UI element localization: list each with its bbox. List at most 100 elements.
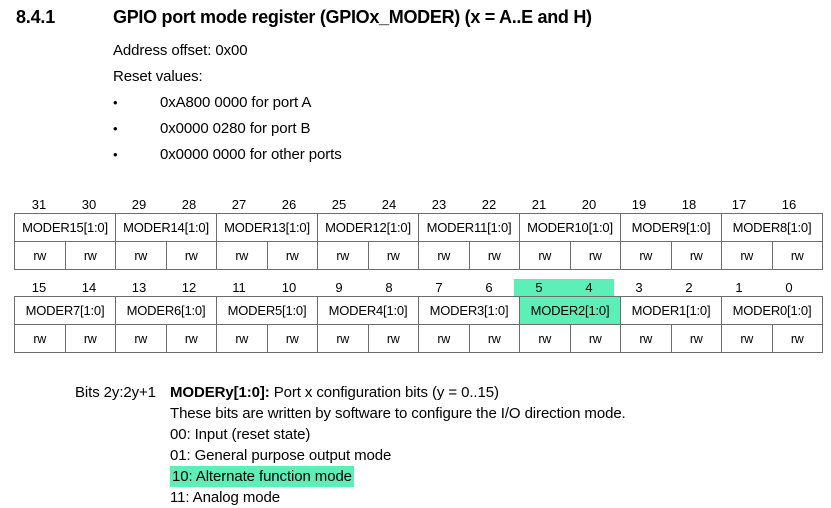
access-cell: rw: [569, 241, 621, 270]
bitfield-cell: MODER7[1:0]: [14, 296, 116, 325]
reset-value-text: 0xA800 0000 for port A: [160, 94, 312, 111]
access-cell: rw: [266, 324, 318, 353]
bitfield-cell-highlighted: MODER2[1:0]: [519, 296, 621, 325]
section-number: 8.4.1: [16, 7, 56, 27]
bit-number: 21: [531, 197, 547, 212]
bit-number: 26: [281, 197, 297, 212]
reset-values-label: Reset values:: [113, 68, 203, 85]
access-cell: rw: [468, 324, 520, 353]
access-cell: rw: [317, 324, 369, 353]
reset-value-text: 0x0000 0280 for port B: [160, 120, 311, 137]
bitfield-cell: MODER13[1:0]: [216, 213, 318, 242]
bitfield-cell: MODER3[1:0]: [418, 296, 520, 325]
bit-number: 20: [581, 197, 597, 212]
mode-option: 00: Input (reset state): [170, 426, 311, 443]
bit-number: 9: [335, 280, 343, 295]
access-cell: rw: [771, 241, 823, 270]
access-cell: rw: [216, 241, 268, 270]
access-cell: rw: [367, 324, 419, 353]
mode-option-row: 00: Input (reset state): [170, 424, 626, 445]
bit-number: 18: [681, 197, 697, 212]
bit-number-highlighted: 5: [514, 279, 564, 296]
bit-number: 2: [685, 280, 693, 295]
table-row: MODER15[1:0] MODER14[1:0] MODER13[1:0] M…: [14, 213, 823, 242]
access-cell: rw: [115, 241, 167, 270]
bit-number: 30: [81, 197, 97, 212]
bit-number: 13: [131, 280, 147, 295]
bit-number: 11: [232, 280, 246, 295]
bit-number: 25: [331, 197, 347, 212]
mode-option-highlighted: 10: Alternate function mode: [170, 466, 354, 487]
access-cell: rw: [14, 241, 66, 270]
register-bitfield-table: MODER15[1:0] MODER14[1:0] MODER13[1:0] M…: [14, 213, 823, 270]
bit-number: 24: [381, 197, 397, 212]
access-cell: rw: [115, 324, 167, 353]
mode-option: 11: Analog mode: [170, 489, 280, 506]
mode-option: 01: General purpose output mode: [170, 447, 392, 464]
bit-number: 27: [231, 197, 247, 212]
bit-number: 12: [181, 280, 197, 295]
bitfield-cell: MODER12[1:0]: [317, 213, 419, 242]
bit-number: 8: [385, 280, 393, 295]
bit-number-row: 15 14 13 12 11 10 9 8 7 6 5 4 3 2 1 0: [14, 279, 814, 296]
bitfield-cell: MODER10[1:0]: [519, 213, 621, 242]
access-cell: rw: [519, 324, 571, 353]
mode-option-row: 10: Alternate function mode: [170, 466, 626, 487]
mode-option-row: 01: General purpose output mode: [170, 445, 626, 466]
access-cell: rw: [670, 324, 722, 353]
page-title: GPIO port mode register (GPIOx_MODER) (x…: [113, 7, 592, 27]
bitfield-description: Port x configuration bits (y = 0..15): [269, 384, 499, 401]
bit-number: 6: [485, 280, 493, 295]
table-row: rw rw rw rw rw rw rw rw rw rw rw rw rw r…: [14, 324, 823, 353]
bit-number: 1: [735, 280, 743, 295]
access-cell: rw: [165, 324, 217, 353]
bit-number: 14: [81, 280, 97, 295]
access-cell: rw: [418, 324, 470, 353]
bit-number: 23: [431, 197, 447, 212]
bitfield-cell: MODER5[1:0]: [216, 296, 318, 325]
bit-number-highlighted: 4: [564, 279, 614, 296]
bit-number: 31: [31, 197, 47, 212]
bitfield-cell: MODER4[1:0]: [317, 296, 419, 325]
bitfield-cell: MODER1[1:0]: [620, 296, 722, 325]
bit-number-row: 31 30 29 28 27 26 25 24 23 22 21 20 19 1…: [14, 196, 814, 213]
bitfield-cell: MODER8[1:0]: [721, 213, 823, 242]
bit-number: 7: [435, 280, 443, 295]
register-bitfield-table: MODER7[1:0] MODER6[1:0] MODER5[1:0] MODE…: [14, 296, 823, 353]
access-cell: rw: [64, 241, 116, 270]
register-map-lower: 15 14 13 12 11 10 9 8 7 6 5 4 3 2 1 0 MO…: [14, 279, 823, 353]
address-offset-line: Address offset: 0x00: [113, 42, 248, 59]
bitfield-explanation: These bits are written by software to co…: [170, 405, 626, 422]
bitfield-name: MODERy[1:0]:: [170, 384, 270, 401]
access-cell: rw: [14, 324, 66, 353]
bullet-icon: [113, 142, 160, 168]
table-row: rw rw rw rw rw rw rw rw rw rw rw rw rw r…: [14, 241, 823, 270]
access-cell: rw: [468, 241, 520, 270]
bitfield-cell: MODER6[1:0]: [115, 296, 217, 325]
access-cell: rw: [569, 324, 621, 353]
register-intro-block: Address offset: 0x00 Reset values: 0xA80…: [113, 38, 342, 168]
access-cell: rw: [771, 324, 823, 353]
list-item: 0x0000 0280 for port B: [113, 116, 342, 142]
bit-number: 10: [281, 280, 297, 295]
bit-number: 0: [785, 280, 793, 295]
access-cell: rw: [721, 241, 773, 270]
list-item: 0x0000 0000 for other ports: [113, 142, 342, 168]
bit-number: 16: [781, 197, 797, 212]
bitfield-cell: MODER14[1:0]: [115, 213, 217, 242]
register-map-upper: 31 30 29 28 27 26 25 24 23 22 21 20 19 1…: [14, 196, 823, 270]
bit-number: 29: [131, 197, 147, 212]
bit-number: 15: [31, 280, 47, 295]
access-cell: rw: [620, 241, 672, 270]
bit-number: 3: [635, 280, 643, 295]
access-cell: rw: [620, 324, 672, 353]
access-cell: rw: [670, 241, 722, 270]
access-cell: rw: [317, 241, 369, 270]
bitfield-cell: MODER9[1:0]: [620, 213, 722, 242]
access-cell: rw: [64, 324, 116, 353]
mode-options-list: 00: Input (reset state) 01: General purp…: [170, 424, 626, 508]
reset-value-text: 0x0000 0000 for other ports: [160, 146, 342, 163]
